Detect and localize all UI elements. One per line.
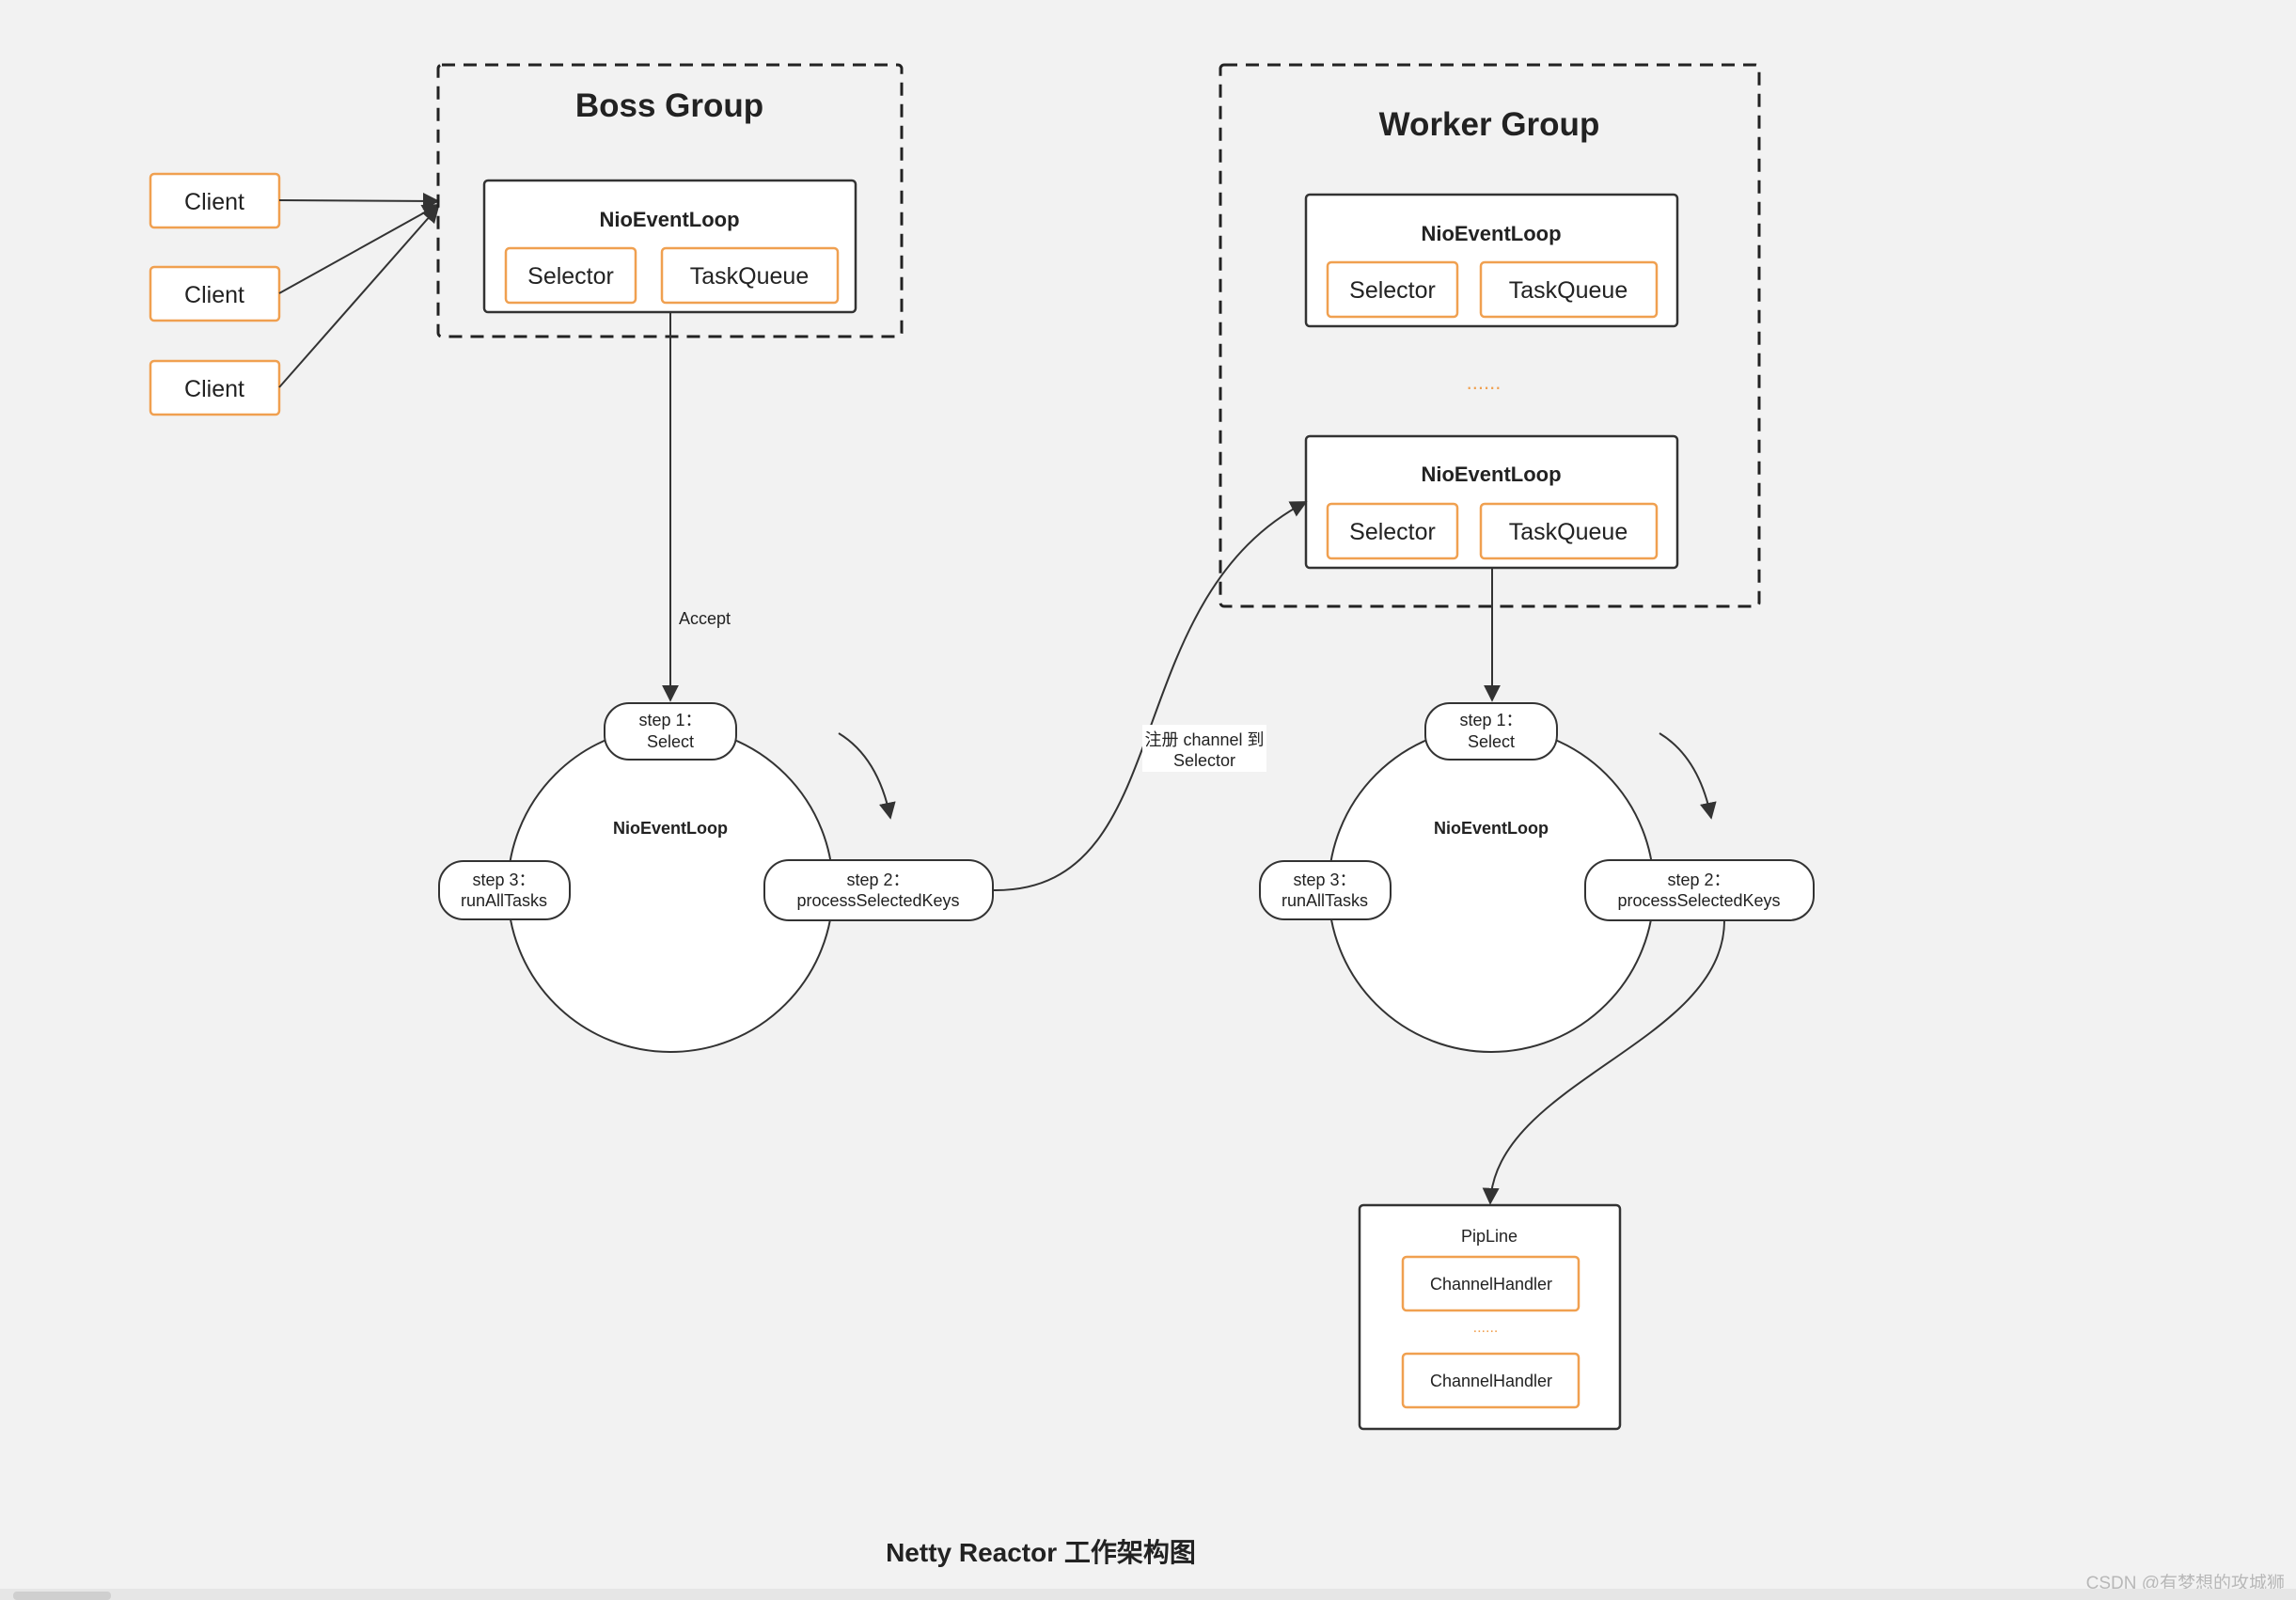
eventloop-center-label: NioEventLoop <box>1434 819 1549 838</box>
step3-runalltasks-pill: step 3： runAllTasks <box>1259 860 1392 920</box>
step3-runalltasks-pill: step 3： runAllTasks <box>438 860 571 920</box>
step1-select-pill: step 1： Select <box>1424 702 1558 761</box>
watermark: CSDN @有梦想的攻城狮 <box>2086 1573 2285 1593</box>
step3-name: runAllTasks <box>1282 891 1368 910</box>
worker-nioeventloop-box-2: NioEventLoop Selector TaskQueue <box>1304 434 1679 570</box>
client-label: Client <box>184 376 244 402</box>
worker-eventloop-cycle: NioEventLoop step 1： Select step 2： proc… <box>1259 702 1815 1053</box>
boss-nioeventloop-box: NioEventLoop Selector TaskQueue <box>482 179 857 314</box>
boss-eventloop-cycle: NioEventLoop step 1： Select step 2： proc… <box>438 702 994 1053</box>
step2-processselectedkeys-pill: step 2： processSelectedKeys <box>763 859 994 921</box>
taskqueue-label: TaskQueue <box>1509 519 1628 545</box>
taskqueue-label: TaskQueue <box>1509 277 1628 304</box>
worker-group-border <box>1219 63 1761 608</box>
taskqueue-box <box>1479 260 1659 319</box>
register-label-bg <box>1142 725 1266 772</box>
step1-select-pill: step 1： Select <box>604 702 737 761</box>
horizontal-scrollbar[interactable] <box>0 1589 2296 1600</box>
eventloop-center-label: NioEventLoop <box>613 819 728 838</box>
step1-title: step 1： <box>1459 711 1522 729</box>
step3-title: step 3： <box>1293 871 1356 889</box>
client-label: Client <box>184 282 244 308</box>
selector-box <box>1326 502 1459 560</box>
accept-label: Accept <box>679 609 731 628</box>
pipeline-box: PipLine ChannelHandler ...... ChannelHan… <box>1358 1203 1622 1431</box>
client-node-1: Client <box>149 172 281 229</box>
nioeventloop-label: NioEventLoop <box>1421 222 1561 245</box>
selector-box <box>504 246 637 305</box>
client-2-arrow <box>278 204 440 294</box>
taskqueue-box <box>660 246 840 305</box>
step2-title: step 2： <box>846 871 909 889</box>
step1-name: Select <box>1468 732 1515 751</box>
step1-name: Select <box>647 732 694 751</box>
client-node-2: Client <box>149 265 281 322</box>
step3-title: step 3： <box>472 871 535 889</box>
channelhandler-box <box>1401 1255 1580 1312</box>
nioeventloop-label: NioEventLoop <box>1421 463 1561 486</box>
step1-title: step 1： <box>638 711 701 729</box>
pipeline-ellipsis: ...... <box>1473 1320 1499 1336</box>
client-label: Client <box>184 189 244 215</box>
diagram-title: Netty Reactor 工作架构图 <box>886 1538 1196 1567</box>
selector-label: Selector <box>1349 519 1436 545</box>
selector-box <box>1326 260 1459 319</box>
register-channel-arrow <box>992 501 1308 892</box>
channelhandler-box <box>1401 1352 1580 1409</box>
nioeventloop-label: NioEventLoop <box>599 208 739 231</box>
boss-group-title: Boss Group <box>575 87 763 124</box>
channelhandler-label: ChannelHandler <box>1430 1372 1552 1390</box>
taskqueue-box <box>1479 502 1659 560</box>
taskqueue-label: TaskQueue <box>690 263 809 290</box>
step3-name: runAllTasks <box>461 891 547 910</box>
worker-group: Worker Group NioEventLoop Selector TaskQ… <box>1219 63 1761 608</box>
selector-label: Selector <box>527 263 614 290</box>
worker-nioeventloop-box-1: NioEventLoop Selector TaskQueue <box>1304 193 1679 328</box>
selector-label: Selector <box>1349 277 1436 304</box>
worker-group-title: Worker Group <box>1379 106 1600 143</box>
process-to-pipeline-arrow <box>1482 919 1725 1205</box>
step2-name: processSelectedKeys <box>1617 891 1780 910</box>
register-label-line1: 注册 channel 到 <box>1144 730 1264 749</box>
boss-group: Boss Group NioEventLoop Selector TaskQue… <box>436 63 904 338</box>
channelhandler-label: ChannelHandler <box>1430 1275 1552 1294</box>
worker-ellipsis: ...... <box>1467 370 1502 394</box>
client-1-arrow <box>278 192 440 210</box>
pipeline-label: PipLine <box>1461 1227 1518 1246</box>
client-3-arrow <box>278 205 440 388</box>
step2-name: processSelectedKeys <box>796 891 959 910</box>
scrollbar-thumb[interactable] <box>13 1592 111 1600</box>
register-label-line2: Selector <box>1173 751 1235 770</box>
cycle-direction-arrow <box>1659 732 1717 820</box>
step2-processselectedkeys-pill: step 2： processSelectedKeys <box>1584 859 1815 921</box>
step2-title: step 2： <box>1667 871 1730 889</box>
cycle-direction-arrow <box>838 732 896 820</box>
client-node-3: Client <box>149 359 281 416</box>
